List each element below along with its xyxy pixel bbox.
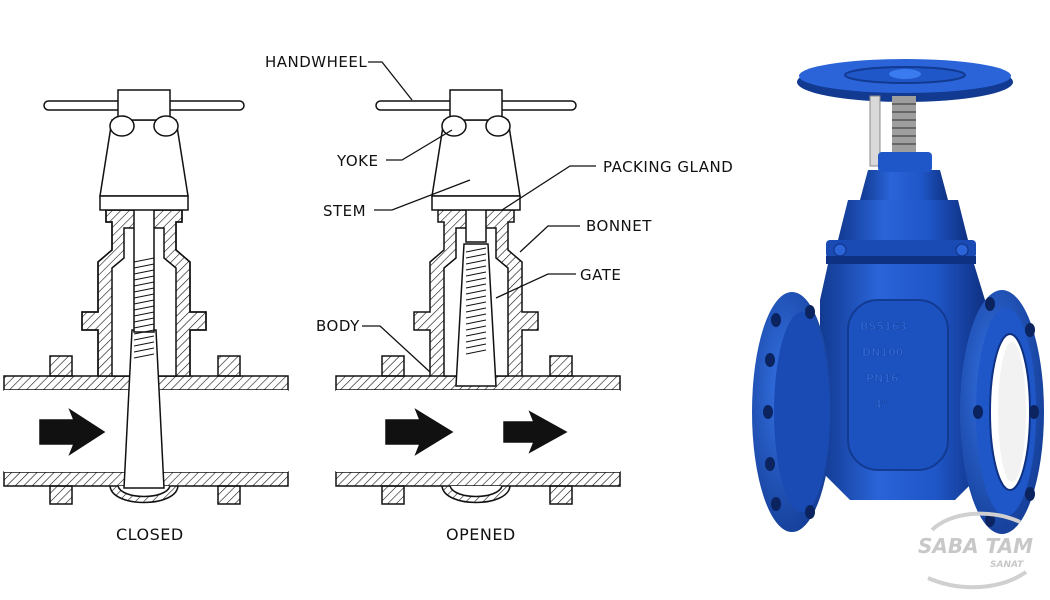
watermark-sub: SANAT <box>990 560 1024 570</box>
opened-valve-drawing <box>335 89 621 505</box>
flow-arrow-icon <box>385 408 454 456</box>
valve-marking-1: BS5163 <box>860 320 907 333</box>
label-bonnet: BONNET <box>586 217 652 235</box>
label-gate: GATE <box>580 266 621 284</box>
label-stem: STEM <box>323 202 366 220</box>
valve-marking-4: 4" <box>874 398 887 411</box>
gate-valve-photo: BS5163 DN100 PN16 4" <box>752 59 1044 534</box>
label-yoke: YOKE <box>336 152 378 170</box>
leader-lines <box>362 61 596 373</box>
flow-arrow-icon <box>503 410 568 454</box>
valve-marking-3: PN16 <box>866 372 899 385</box>
label-body: BODY <box>316 317 360 335</box>
closed-valve-drawing <box>3 89 289 505</box>
valve-marking-2: DN100 <box>862 346 904 359</box>
label-handwheel: HANDWHEEL <box>265 53 367 71</box>
label-packing-gland: PACKING GLAND <box>603 158 733 176</box>
caption-closed: CLOSED <box>116 525 184 544</box>
caption-opened: OPENED <box>446 525 516 544</box>
flow-arrow-icon <box>39 408 106 456</box>
watermark-logo: SABA TAM SANAT <box>918 511 1033 590</box>
watermark-main: SABA TAM <box>918 534 1033 558</box>
